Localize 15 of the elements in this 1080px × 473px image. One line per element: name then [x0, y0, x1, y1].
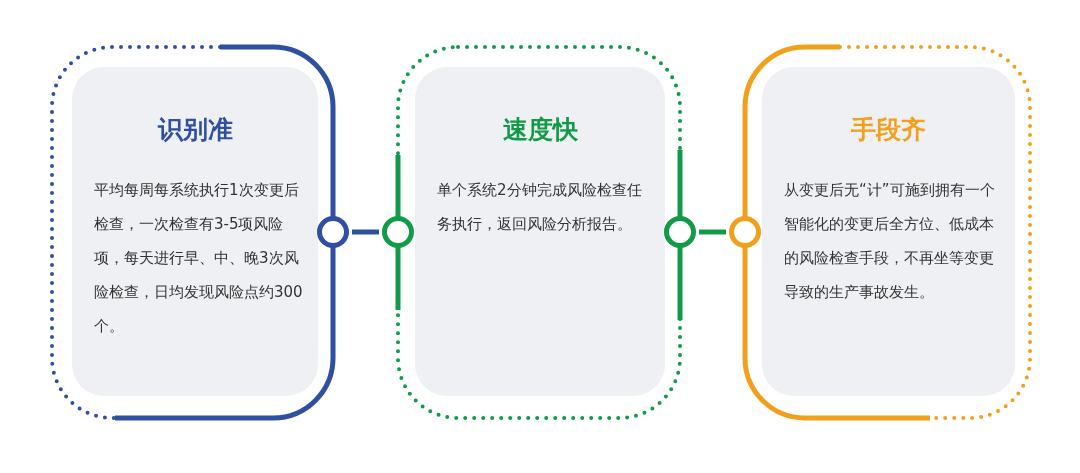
info-card — [415, 67, 665, 396]
card-text: 单个系统2分钟完成风险检查任务执行，返回风险分析报告。 — [437, 180, 643, 235]
connector-circle — [317, 216, 349, 248]
info-card — [72, 67, 318, 396]
info-card — [762, 67, 1015, 396]
card-text: 平均每周每系统执行1次变更后检查，一次检查有3-5项风险项，每天进行早、中、晚3次风险检查，日均发现风险点约300个。 — [94, 180, 304, 337]
card-title: 识别准 — [156, 114, 234, 146]
connector-circle — [382, 216, 414, 248]
connector-line — [352, 229, 379, 235]
connector-circle — [729, 216, 761, 248]
connector-line — [699, 229, 726, 235]
card-text: 从变更后无“计”可施到拥有一个智能化的变更后全方位、低成本的风险检查手段，不再坐等变更导致的生产事故发生。 — [784, 180, 996, 303]
connector-circle — [664, 216, 696, 248]
card-title: 速度快 — [501, 114, 579, 146]
card-title: 手段齐 — [850, 114, 927, 146]
